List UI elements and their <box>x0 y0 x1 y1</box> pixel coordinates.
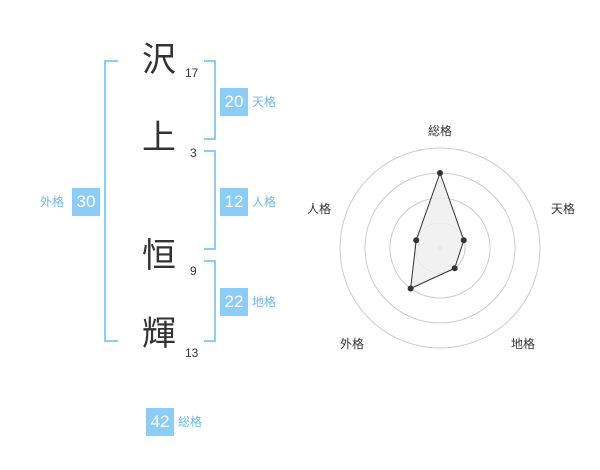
soukaku-label: 総格 <box>178 415 203 429</box>
stroke-count-3: 9 <box>190 264 197 278</box>
gaikaku-value-badge: 30 <box>72 188 100 216</box>
chikaku-bracket <box>204 260 216 342</box>
stroke-count-2: 3 <box>190 146 197 160</box>
name-char-4: 輝 <box>142 314 176 354</box>
tenkaku-bracket <box>204 60 216 140</box>
chikaku-label: 地格 <box>252 295 277 309</box>
tenkaku-label: 天格 <box>252 95 277 109</box>
jinkaku-label: 人格 <box>252 195 277 209</box>
stroke-count-1: 17 <box>185 66 199 80</box>
name-char-1: 沢 <box>142 40 176 80</box>
name-char-2: 上 <box>142 118 176 158</box>
radar-point-2 <box>460 237 467 244</box>
soukaku-value-badge: 42 <box>146 408 174 436</box>
jinkaku-value-badge: 12 <box>220 188 248 216</box>
radar-label-chikaku: 地格 <box>511 337 536 351</box>
chikaku-value-badge: 22 <box>220 288 248 316</box>
jinkaku-bracket <box>204 150 216 250</box>
gaikaku-bracket <box>104 60 118 342</box>
radar-point-5 <box>413 237 420 244</box>
stroke-count-4: 13 <box>185 346 199 360</box>
radar-polygon <box>410 171 465 290</box>
radar-label-soukaku: 総格 <box>428 124 453 138</box>
radar-label-jinkaku: 人格 <box>307 202 332 216</box>
radar-label-tenkaku: 天格 <box>551 202 576 216</box>
name-char-3: 恒 <box>142 236 176 276</box>
radar-point-4 <box>407 285 414 292</box>
tenkaku-value-badge: 20 <box>220 88 248 116</box>
radar-point-1 <box>437 170 443 176</box>
radar-ring <box>339 147 541 349</box>
radar-point-3 <box>451 265 458 272</box>
gaikaku-label: 外格 <box>40 195 65 209</box>
radar-label-gaikaku: 外格 <box>340 337 365 351</box>
